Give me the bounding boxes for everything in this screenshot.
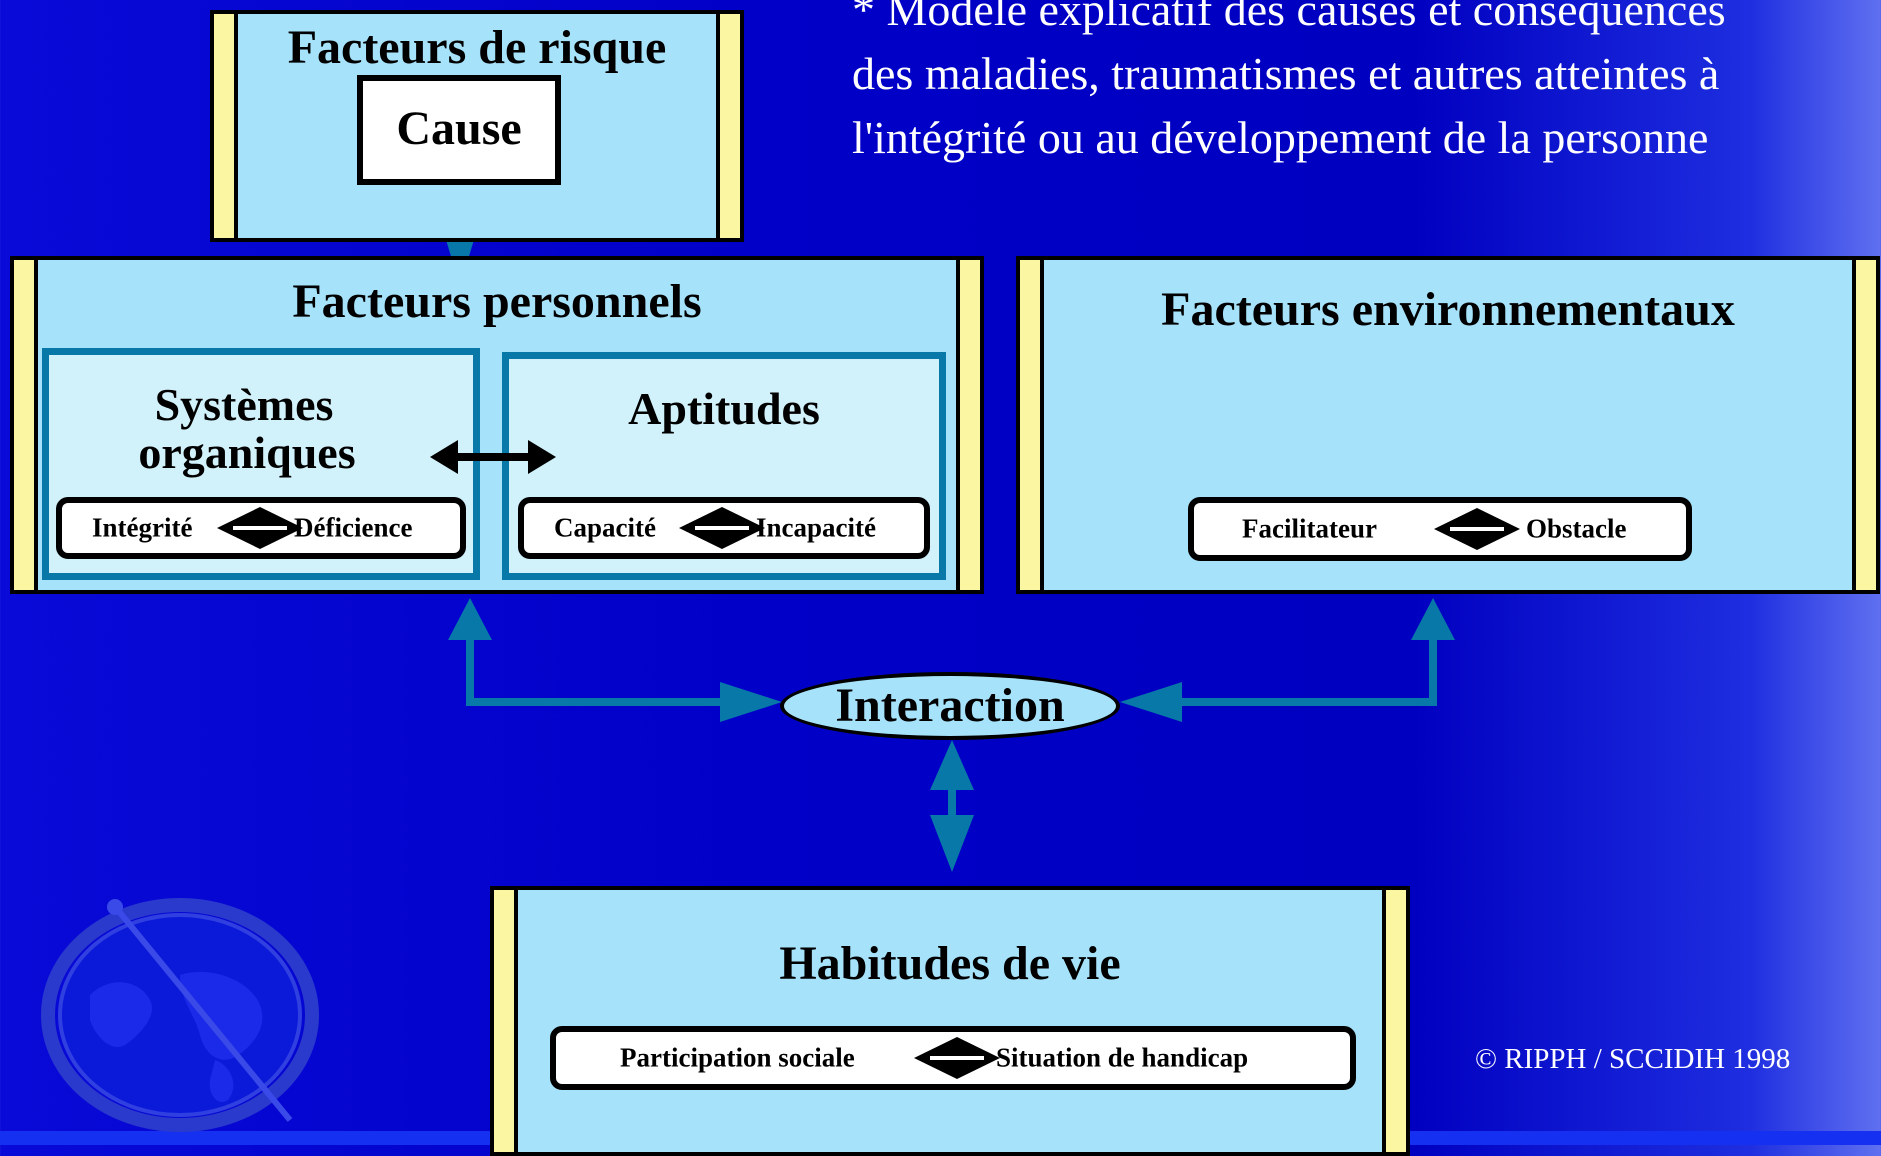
life-habits-title: Habitudes de vie <box>779 937 1121 990</box>
arrowhead-up-interaction <box>930 740 974 790</box>
note-line-1: * Modèle explicatif des causes et conséq… <box>852 0 1726 35</box>
cause-box: Cause <box>357 75 561 185</box>
integrity-label: Intégrité <box>92 512 193 543</box>
right-connector-line <box>1160 630 1437 706</box>
personal-factors-title: Facteurs personnels <box>292 275 702 328</box>
note-line-2: des maladies, traumatismes et autres att… <box>852 48 1720 99</box>
deficiency-label: Déficience <box>294 512 413 543</box>
globe-icon <box>41 898 319 1132</box>
left-connector-line <box>466 630 740 706</box>
obstacle-label: Obstacle <box>1526 513 1627 544</box>
handicap-label: Situation de handicap <box>996 1042 1249 1073</box>
integrity-deficiency-pill: Intégrité Déficience <box>56 497 466 559</box>
organic-systems-title-line2: organiques <box>138 427 356 478</box>
participation-handicap-pill: Participation sociale Situation de handi… <box>550 1026 1356 1090</box>
incapacity-label: Incapacité <box>756 512 876 543</box>
arrowhead-up-environment <box>1411 598 1455 640</box>
organic-systems-title-line1: Systèmes <box>154 379 334 430</box>
facilitator-label: Facilitateur <box>1242 513 1377 544</box>
life-habits-box: Habitudes de vie <box>490 886 1410 1156</box>
arrowhead-right-interaction <box>720 682 782 722</box>
capacity-incapacity-pill: Capacité Incapacité <box>518 497 930 559</box>
copyright-text: © RIPPH / SCCIDIH 1998 <box>1475 1043 1791 1075</box>
organic-aptitudes-double-arrow <box>430 440 556 474</box>
arrowhead-up-personal <box>448 598 492 640</box>
integrity-double-arrow <box>217 507 303 549</box>
capacity-label: Capacité <box>554 512 656 543</box>
interaction-node: Interaction <box>780 672 1120 740</box>
aptitudes-title: Aptitudes <box>628 383 820 434</box>
environmental-factors-title: Facteurs environnementaux <box>1161 283 1735 336</box>
facilitator-double-arrow <box>1434 508 1520 550</box>
note-line-3: l'intégrité ou au développement de la pe… <box>852 112 1709 163</box>
risk-factors-box: Facteurs de risque <box>210 10 744 242</box>
facilitator-obstacle-pill: Facilitateur Obstacle <box>1188 497 1692 561</box>
participation-label: Participation sociale <box>620 1042 855 1073</box>
arrowhead-down-habits <box>930 815 974 872</box>
arrowhead-left-interaction <box>1120 682 1182 722</box>
capacity-double-arrow <box>679 507 765 549</box>
participation-double-arrow <box>914 1037 1000 1079</box>
model-description: * Modèle explicatif des causes et conséq… <box>852 0 1872 170</box>
risk-factors-title: Facteurs de risque <box>287 21 667 74</box>
